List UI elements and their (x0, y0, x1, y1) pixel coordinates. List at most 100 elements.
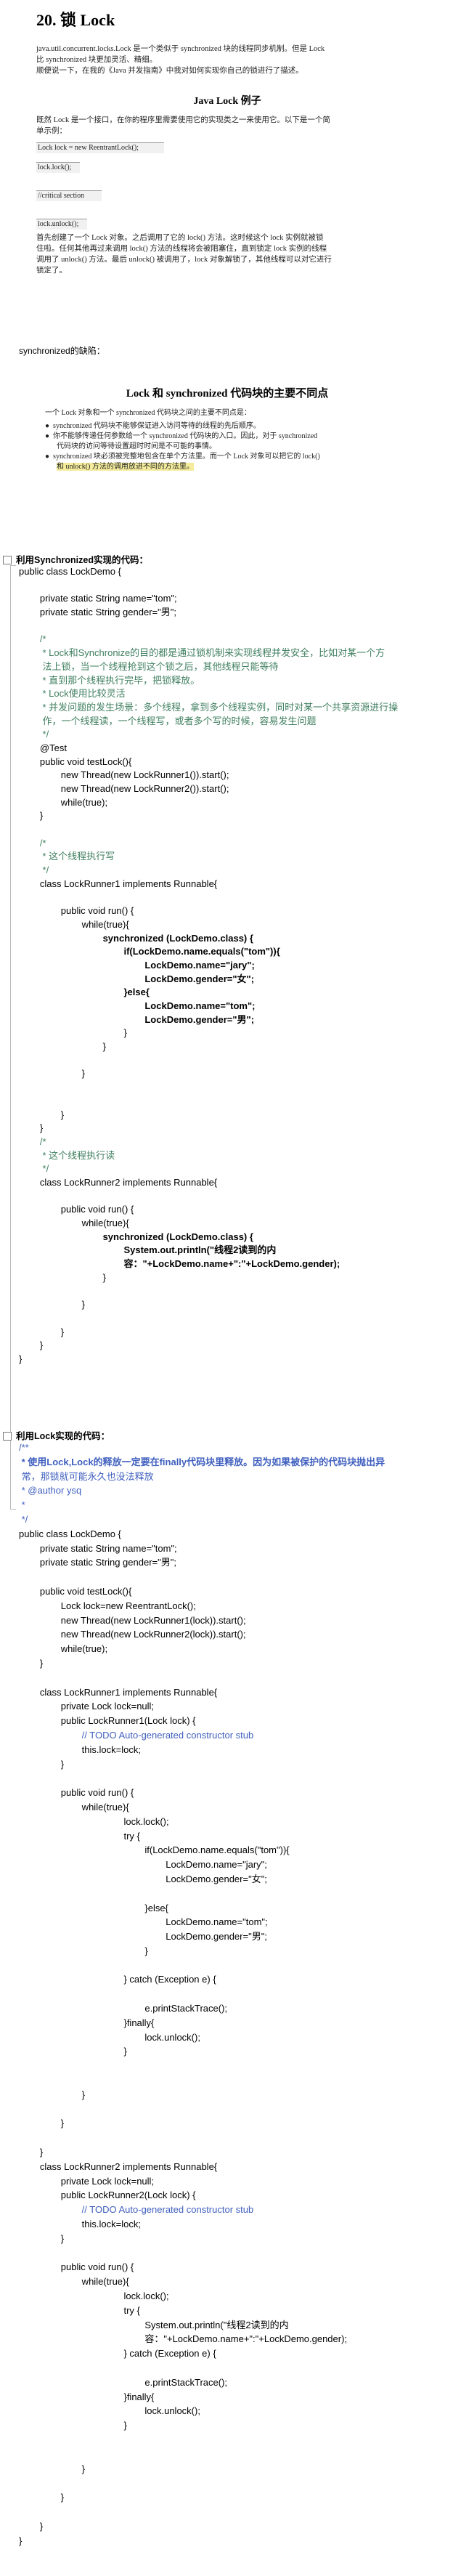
code-line (19, 1284, 447, 1298)
code-line: new Thread(new LockRunner1(lock)).start(… (19, 1614, 246, 1626)
drawback-label: synchronized的缺陷： (19, 346, 105, 356)
code-line: @Test (19, 742, 67, 753)
code-line: } (19, 810, 44, 822)
code-box-line: lock.unlock(); (36, 219, 87, 230)
code-line: // TODO Auto-generated constructor stub (19, 1729, 254, 1741)
intro-line-2: 比 synchronized 块更加灵活、精细。 (36, 56, 158, 64)
code-line: }else{ (19, 987, 150, 998)
code-line: } catch (Exception e) { (19, 2348, 216, 2360)
code-line: new Thread(new LockRunner2(lock)).start(… (19, 1629, 246, 1640)
subtitle: Java Lock 例子 (193, 96, 261, 107)
code-line: if(LockDemo.name.equals("tom")){ (19, 1844, 290, 1856)
code-line: lock.lock(); (19, 1815, 169, 1827)
sync-heading[interactable]: 利用Synchronized实现的代码： (3, 552, 148, 566)
code-line (19, 2074, 447, 2089)
code-line: public void run() { (19, 2261, 134, 2273)
code-line (19, 2476, 447, 2491)
code-line (19, 1081, 447, 1095)
code-line: 作，一个线程读，一个线程写，或者多个写的时候，容易发生问题 (19, 715, 317, 726)
code-line (19, 823, 447, 837)
after-line-4: 锁定了。 (36, 267, 67, 275)
code-line: if(LockDemo.name.equals("tom")){ (19, 946, 280, 957)
code-line: * @author ysq (19, 1485, 82, 1496)
code-line: */ (19, 864, 49, 876)
intro-paragraph: java.util.concurrent.locks.Lock 是一个类似于 s… (36, 44, 414, 76)
code-line: private static String name="tom"; (19, 593, 177, 604)
code-line: } (19, 2147, 44, 2158)
code-line: * 使用Lock,Lock的释放一定要在finally代码块里释放。因为如果被保… (19, 1456, 385, 1467)
code-line: } (19, 1299, 86, 1311)
code-line: class LockRunner2 implements Runnable{ (19, 1176, 218, 1188)
code-line: public class LockDemo { (19, 1528, 121, 1539)
code-line: System.out.println("线程2读到的内 (19, 2319, 289, 2330)
checkbox-icon[interactable] (3, 556, 12, 564)
code-line (19, 2506, 447, 2520)
code-line: LockDemo.name="tom"; (19, 1916, 268, 1928)
list-item: ● synchronized 块必须被完整地包含在单个方法里。而一个 Lock … (45, 453, 320, 461)
code-line (19, 1571, 447, 1585)
sync-code-block: public class LockDemo { private static S… (19, 565, 447, 1366)
list-item: 和 unlock() 方法的调用放进不同的方法里。 (57, 463, 194, 471)
code-line: try { (19, 2304, 140, 2316)
differences-title: Lock 和 synchronized 代码块的主要不同点 (126, 388, 329, 400)
code-line: lock.unlock(); (19, 2031, 200, 2043)
lock-code-block: /** * 使用Lock,Lock的释放一定要在finally代码块里释放。因为… (19, 1441, 447, 2548)
list-item: ● 你不能够传递任何参数给一个 synchronized 代码块的入口。因此，对… (45, 432, 318, 440)
code-line: } (19, 1758, 65, 1770)
code-line: e.printStackTrace(); (19, 2003, 228, 2014)
code-line: while(true); (19, 796, 108, 808)
code-line: LockDemo.name="jary"; (19, 1859, 267, 1871)
code-line: } (19, 2420, 127, 2431)
code-line: } (19, 1068, 86, 1080)
code-line (19, 579, 447, 593)
book-page-differences: Lock 和 synchronized 代码块的主要不同点 一个 Lock 对象… (35, 378, 420, 538)
code-line: } (19, 2046, 127, 2057)
code-line: class LockRunner1 implements Runnable{ (19, 878, 218, 889)
code-line: } (19, 1340, 44, 1351)
code-line: 常，那锁就可能永久也没法释放 (19, 1470, 154, 1482)
checkbox-icon[interactable] (3, 1432, 12, 1441)
code-line: LockDemo.gender="女"; (19, 1873, 267, 1884)
code-line: } (19, 1027, 127, 1039)
code-line: }else{ (19, 1902, 168, 1913)
code-line: while(true){ (19, 1801, 129, 1812)
differences-lead: 一个 Lock 对象和一个 synchronized 代码块之间的主要不同点是： (45, 409, 251, 417)
code-line: * 并发问题的发生场景：多个线程，拿到多个线程实例，同时对某一个共享资源进行操 (19, 701, 399, 713)
code-line: public void testLock(){ (19, 756, 132, 767)
code-line: } (19, 2089, 86, 2100)
code-line: LockDemo.gender="男"; (19, 1931, 267, 1943)
code-line: public void run() { (19, 1204, 134, 1215)
code-line: public LockRunner2(Lock lock) { (19, 2190, 196, 2201)
code-line: LockDemo.gender="男"; (19, 1013, 255, 1025)
code-line: } (19, 1122, 44, 1134)
after-paragraph: 首先创建了一个 Lock 对象。之后调用了它的 lock() 方法。这时候这个 … (36, 232, 414, 276)
code-line: while(true){ (19, 918, 129, 930)
code-box: Lock lock = new ReentrantLock(); lock.lo… (36, 142, 164, 230)
differences-list: ● synchronized 代码块不能够保证进入访问等待的线程的先后顺序。 ●… (45, 421, 415, 472)
code-line: * 这个线程执行写 (19, 851, 115, 862)
code-line: /** (19, 1442, 29, 1453)
code-line (19, 620, 447, 633)
sync-section-bracket (10, 565, 16, 1510)
code-line (19, 2362, 447, 2376)
code-line: this.lock=lock; (19, 1743, 141, 1755)
lock-heading[interactable]: 利用Lock实现的代码： (3, 1428, 110, 1442)
code-line: private Lock lock=null; (19, 2175, 155, 2187)
code-line: LockDemo.gender="女"; (19, 973, 255, 984)
after-line-1: 首先创建了一个 Lock 对象。之后调用了它的 lock() 方法。这时候这个 … (36, 234, 324, 242)
code-line: }finally{ (19, 2391, 155, 2402)
code-line: * 这个线程执行读 (19, 1149, 115, 1161)
code-line: /* (19, 633, 46, 645)
code-line: try { (19, 1830, 140, 1842)
code-line: public void run() { (19, 1787, 134, 1799)
code-box-line: lock.lock(); (36, 162, 80, 173)
code-line: } (19, 2118, 65, 2129)
code-line: new Thread(new LockRunner2()).start(); (19, 783, 229, 794)
code-line: public void run() { (19, 905, 134, 917)
code-line (19, 1988, 447, 2002)
desc-line-2: 单示例： (36, 127, 67, 135)
code-line: /* (19, 837, 46, 848)
code-line: } (19, 1657, 44, 1669)
code-line: } (19, 1041, 106, 1053)
code-line: } (19, 1326, 65, 1337)
